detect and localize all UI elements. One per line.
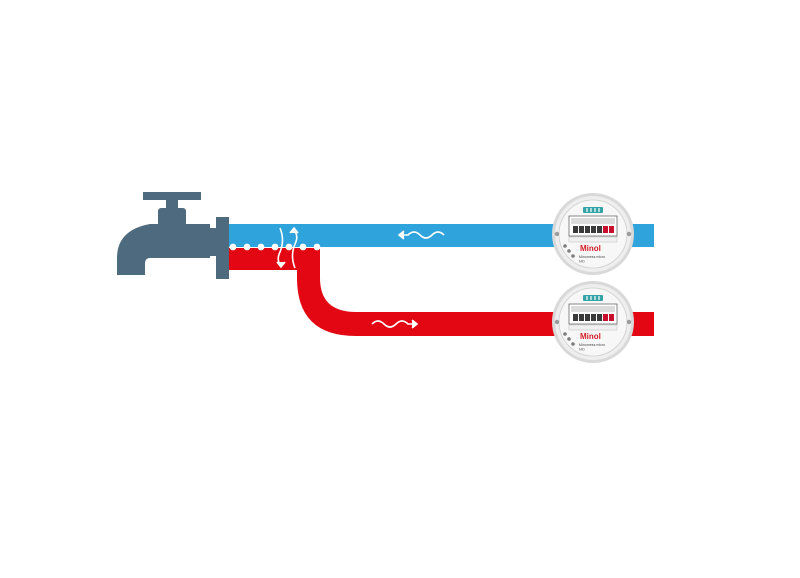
- hot-water-meter: Minol Minomess micro MID: [552, 281, 634, 363]
- hot-flow-arrow: [371, 319, 419, 329]
- cold-water-pipe: [229, 224, 654, 247]
- meter-model-label: Minomess micro: [579, 255, 605, 259]
- mixing-down-arrow: [276, 227, 286, 269]
- meter-model-label: Minomess micro: [579, 343, 605, 347]
- faucet-icon: [117, 192, 229, 279]
- circulation-dots: [229, 243, 321, 251]
- meter-sub-label: MID: [579, 260, 586, 264]
- hot-water-pipe: [229, 248, 654, 336]
- cold-water-meter: Minol Minomess micro MID: [552, 193, 634, 275]
- meter-brand-label: Minol: [580, 332, 601, 341]
- water-meter-icon: [554, 295, 632, 346]
- meter-brand-label: Minol: [580, 244, 601, 253]
- cold-flow-arrow: [397, 230, 445, 240]
- meter-sub-label: MID: [579, 348, 586, 352]
- mixing-up-arrow: [289, 226, 299, 269]
- water-meter-icon: [554, 207, 632, 258]
